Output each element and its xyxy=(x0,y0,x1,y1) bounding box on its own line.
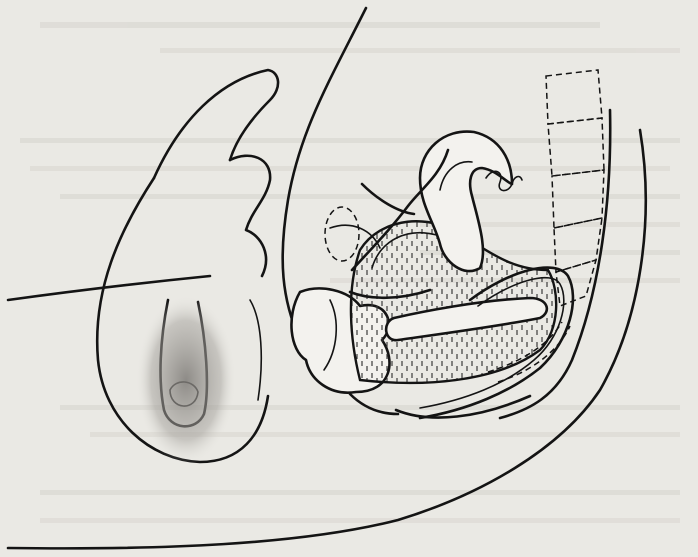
show-through-lines xyxy=(20,22,680,523)
palm-crease xyxy=(250,300,261,400)
hand-thumb-outline xyxy=(154,70,278,178)
sacrum xyxy=(500,70,610,418)
finger-lines xyxy=(230,156,270,276)
dashed-oval xyxy=(325,207,359,261)
perineum-line xyxy=(350,394,398,414)
palm-shading xyxy=(136,295,236,465)
